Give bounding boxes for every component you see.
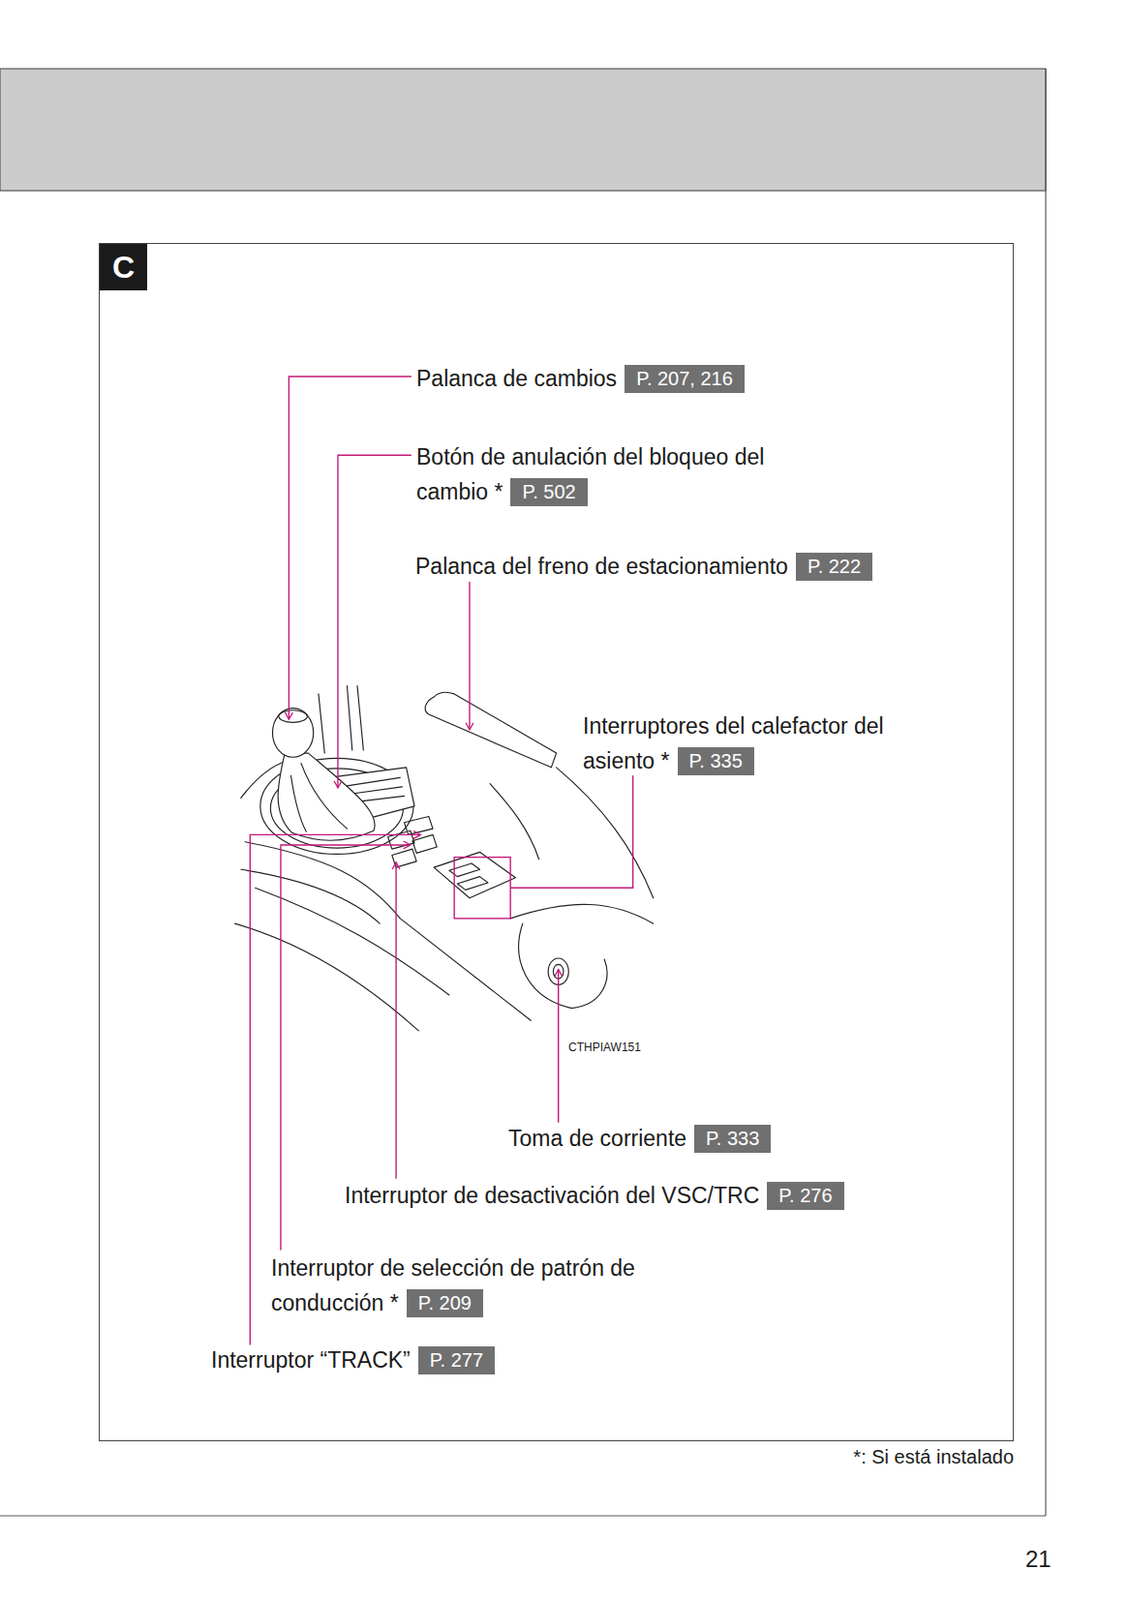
leader-line: [510, 775, 634, 888]
callout-label: Botón de anulación del bloqueo del cambi…: [416, 439, 814, 510]
page-reference: P. 502: [510, 478, 587, 507]
page-reference: P. 335: [677, 747, 755, 776]
section-frame: C Palanca de cambios P. 207, 216Botón de a…: [98, 243, 1014, 1442]
callout-label: Interruptor “TRACK” P. 277: [211, 1342, 495, 1378]
page-reference: P. 209: [406, 1289, 484, 1318]
page-number: 21: [1025, 1546, 1052, 1574]
footnote: *: Si está instalado: [853, 1446, 1014, 1469]
page-reference: P. 222: [795, 552, 873, 581]
callout-label: Interruptores del calefactor del asiento…: [582, 708, 951, 779]
section-tab: C: [99, 243, 148, 291]
figure-code: CTHPIAW151: [568, 1040, 641, 1055]
leader-line: [557, 970, 559, 1124]
leader-line: [288, 376, 412, 720]
callout-label: Interruptor de desactivación del VSC/TRC…: [344, 1178, 845, 1214]
part-name: Palanca del freno de estacionamiento: [415, 553, 789, 580]
callout-label: Palanca de cambios P. 207, 216: [416, 361, 745, 397]
part-name: Palanca de cambios: [416, 365, 617, 392]
leader-line: [337, 455, 412, 789]
page-reference: P. 333: [694, 1125, 771, 1154]
page-reference: P. 276: [766, 1182, 844, 1211]
leader-line: [395, 862, 397, 1180]
part-name: Toma de corriente: [508, 1126, 687, 1152]
page-reference: P. 277: [418, 1346, 495, 1375]
callout-label: Palanca del freno de estacionamientoP. 2…: [415, 548, 873, 584]
callout-label: Interruptor de selección de patrón de co…: [271, 1250, 693, 1321]
part-name: Interruptor de desactivación del VSC/TRC: [344, 1183, 760, 1209]
page-rule: [0, 1515, 1046, 1517]
header-band: [0, 68, 1046, 191]
page-reference: P. 207, 216: [624, 365, 745, 394]
leader-line: [468, 581, 470, 731]
callout-label: Toma de corriente P. 333: [508, 1121, 771, 1157]
page-rule: [1044, 68, 1046, 1517]
part-name: Interruptor “TRACK”: [211, 1347, 411, 1373]
part-name: Botón de anulación del bloqueo del cambi…: [416, 444, 764, 505]
leader-bracket: [454, 857, 511, 919]
